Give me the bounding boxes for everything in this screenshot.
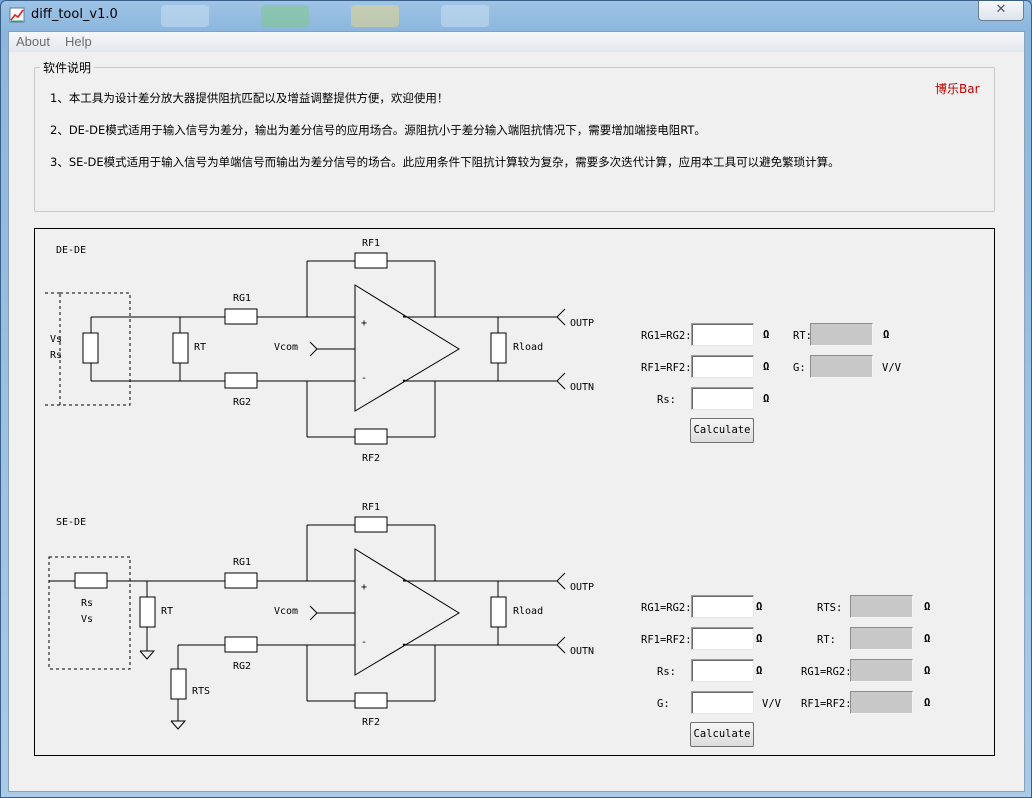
se-rt-unit: Ω [924, 633, 931, 645]
de-rf-input[interactable] [691, 355, 754, 378]
de-de-minus-label: - [361, 373, 367, 384]
se-rts-output [850, 595, 913, 618]
se-de-schematic: SE-DE RF1 RF2 RG1 RG2 RT RTS Rs Vs Vcom … [48, 502, 594, 730]
circuit-panel: DE-DE RF1 RF2 RG1 RG2 RT Vs Rs Vcom Rloa… [34, 228, 995, 756]
de-de-mode-label: DE-DE [56, 245, 86, 256]
se-rf-input[interactable] [691, 627, 754, 650]
se-calculate-button[interactable]: Calculate [690, 722, 754, 747]
de-rf-label: RF1=RF2: [641, 362, 692, 374]
de-de-rf1-label: RF1 [362, 238, 380, 249]
se-rg-unit: Ω [756, 601, 763, 613]
se-rt-label: RT: [817, 634, 836, 646]
se-de-vcom-label: Vcom [274, 606, 298, 617]
se-rts-label: RTS: [817, 602, 843, 614]
de-de-rg1-label: RG1 [233, 293, 251, 304]
se-de-outn-label: OUTN [570, 646, 594, 657]
se-rt-output [850, 627, 913, 650]
se-g-label: G: [657, 698, 670, 710]
se-de-minus-label: - [361, 637, 367, 648]
description-line: 3、SE-DE模式适用于输入信号为单端信号而输出为差分信号的场合。此应用条件下阻… [50, 155, 840, 169]
svg-text:-: - [401, 311, 407, 322]
description-line: 1、本工具为设计差分放大器提供阻抗匹配以及增益调整提供方便，欢迎使用！ [50, 91, 449, 105]
de-rt-label: RT: [793, 330, 812, 342]
se-de-rt-label: RT [161, 606, 173, 617]
menu-help[interactable]: Help [65, 34, 92, 49]
se-rf-output [850, 691, 913, 714]
se-de-mode-label: SE-DE [56, 517, 86, 528]
se-rts-unit: Ω [924, 601, 931, 613]
close-button[interactable]: ✕ [978, 1, 1024, 21]
se-rg-out-unit: Ω [924, 665, 931, 677]
se-de-plus-label: + [361, 582, 367, 593]
circuit-schematic: DE-DE RF1 RF2 RG1 RG2 RT Vs Rs Vcom Rloa… [45, 238, 594, 730]
se-rg-output [850, 659, 913, 682]
de-de-rg2-label: RG2 [233, 397, 251, 408]
de-de-outp-label: OUTP [570, 318, 594, 329]
brand-label: 博乐Bar [935, 82, 980, 96]
se-de-rs-label: Rs [81, 598, 93, 609]
app-icon [9, 7, 25, 23]
de-de-rs-label: Rs [50, 350, 62, 361]
de-rg-label: RG1=RG2: [641, 330, 692, 342]
de-g-label: G: [793, 362, 806, 374]
background-thumbnail [161, 5, 209, 27]
se-de-rload-label: Rload [513, 606, 543, 617]
description-legend: 软件说明 [40, 59, 95, 76]
de-rt-output [810, 323, 873, 346]
de-rs-input[interactable] [691, 387, 754, 410]
de-de-rf2-label: RF2 [362, 453, 380, 464]
menu-bar: About Help [9, 32, 1024, 52]
se-de-vs-label: Vs [81, 614, 93, 625]
de-de-rload-label: Rload [513, 342, 543, 353]
de-rf-unit: Ω [763, 361, 770, 373]
de-rs-label: Rs: [657, 394, 676, 406]
se-g-input[interactable] [691, 691, 754, 714]
client-area: About Help 软件说明 博乐Bar 1、本工具为设计差分放大器提供阻抗匹… [8, 31, 1025, 792]
de-g-unit: V/V [882, 362, 901, 374]
svg-text:-: - [401, 639, 407, 650]
se-rf-out-unit: Ω [924, 697, 931, 709]
se-rg-input[interactable] [691, 595, 754, 618]
de-rt-unit: Ω [883, 329, 890, 341]
menu-about[interactable]: About [16, 34, 50, 49]
de-calculate-button[interactable]: Calculate [690, 418, 754, 443]
background-thumbnail [351, 5, 399, 27]
se-rs-unit: Ω [756, 665, 763, 677]
de-g-output [810, 355, 873, 378]
de-de-schematic: DE-DE RF1 RF2 RG1 RG2 RT Vs Rs Vcom Rloa… [45, 238, 594, 464]
svg-text:-: - [401, 575, 407, 586]
de-de-vs-label: Vs [50, 334, 62, 345]
de-de-plus-label: + [361, 318, 367, 329]
title-bar: diff_tool_v1.0 ✕ [1, 1, 1031, 31]
se-rg-out-label: RG1=RG2: [801, 666, 852, 678]
description-line: 2、DE-DE模式适用于输入信号为差分，输出为差分信号的应用场合。源阻抗小于差分… [50, 123, 706, 137]
background-thumbnail [261, 5, 309, 27]
se-de-rts-label: RTS [192, 686, 210, 697]
se-de-rg2-label: RG2 [233, 661, 251, 672]
se-rg-label: RG1=RG2: [641, 602, 692, 614]
svg-text:-: - [401, 375, 407, 386]
de-de-rt-label: RT [194, 342, 206, 353]
se-rs-label: Rs: [657, 666, 676, 678]
se-rf-out-label: RF1=RF2: [801, 698, 852, 710]
se-rf-label: RF1=RF2: [641, 634, 692, 646]
close-icon: ✕ [995, 2, 1007, 17]
se-de-outp-label: OUTP [570, 582, 594, 593]
se-de-rf1-label: RF1 [362, 502, 380, 513]
se-de-rf2-label: RF2 [362, 717, 380, 728]
se-de-rg1-label: RG1 [233, 557, 251, 568]
de-rs-unit: Ω [763, 393, 770, 405]
background-thumbnail [441, 5, 489, 27]
de-de-outn-label: OUTN [570, 382, 594, 393]
se-rs-input[interactable] [691, 659, 754, 682]
de-rg-input[interactable] [691, 323, 754, 346]
se-g-unit: V/V [762, 698, 781, 710]
window-title: diff_tool_v1.0 [31, 7, 118, 22]
de-de-vcom-label: Vcom [274, 342, 298, 353]
se-rf-unit: Ω [756, 633, 763, 645]
description-group: 软件说明 博乐Bar 1、本工具为设计差分放大器提供阻抗匹配以及增益调整提供方便… [34, 59, 995, 212]
de-rg-unit: Ω [763, 329, 770, 341]
